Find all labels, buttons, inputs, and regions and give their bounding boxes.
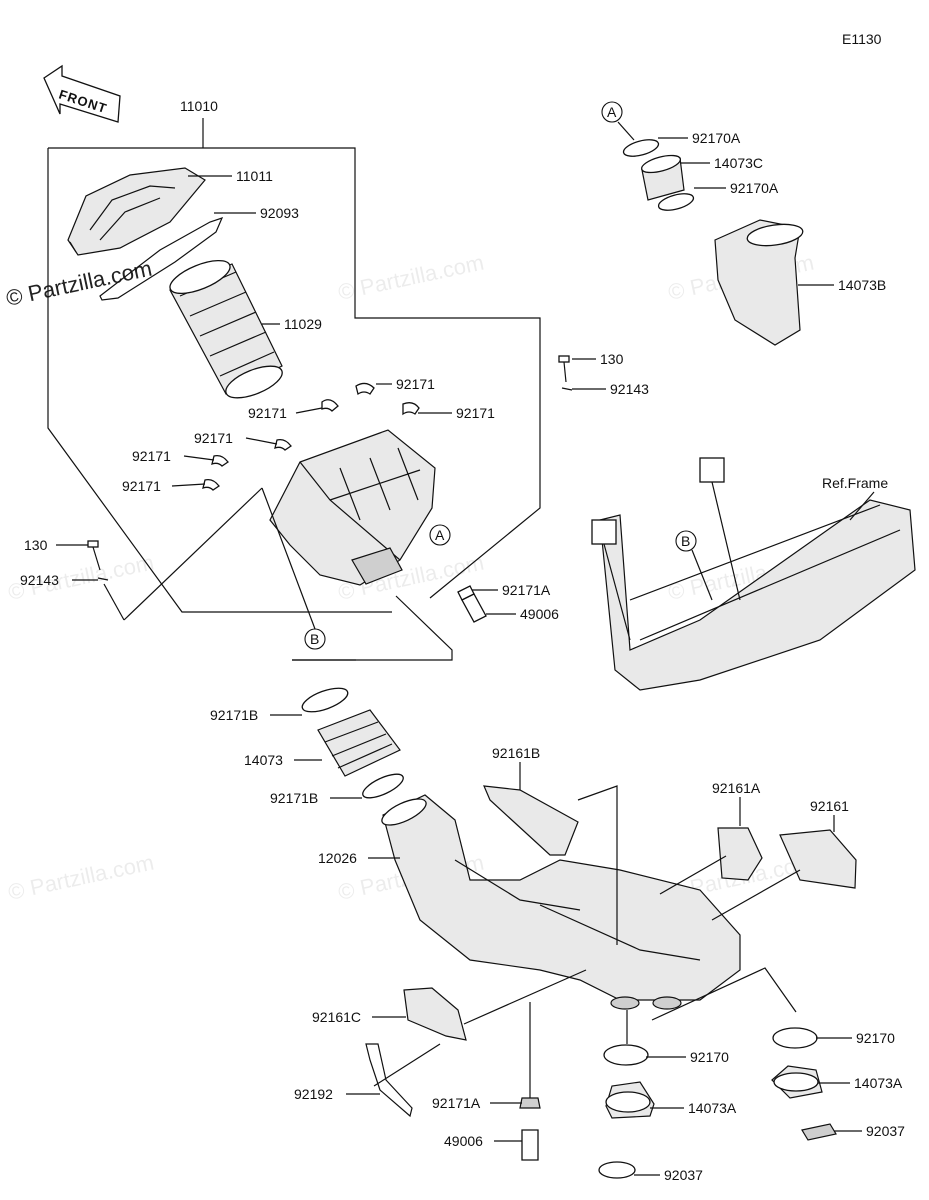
assembly-outline [47,118,541,613]
label-92171b: 92171B [210,707,258,723]
label-92171a: 92171A [432,1095,481,1111]
bolt-130-top [558,355,573,391]
label-14073: 14073 [244,752,283,768]
callout-a-left: A [429,524,451,546]
clamp-92171b-2 [362,773,404,799]
intake-duct-14073b [714,219,804,346]
leader [617,121,635,141]
label-92093: 92093 [260,205,299,221]
pad-92161c [403,987,467,1041]
duct-14073c [640,154,685,201]
callout-b-left: B [304,628,326,650]
boot-14073a-2 [771,1065,823,1099]
label-92037: 92037 [866,1123,905,1139]
label-92143: 92143 [20,572,59,588]
clamp-92170a-1 [622,139,660,157]
leader [463,969,587,1025]
leader [659,855,727,895]
bolt-130-left [87,540,109,581]
labels: 11010 11011 92093 11029 92171 92171 9217… [20,98,905,1183]
boot-14073a-1 [605,1081,655,1119]
label-49006: 49006 [520,606,559,622]
label-92143: 92143 [610,381,649,397]
label-92171: 92171 [194,430,233,446]
label-130: 130 [600,351,624,367]
label-49006: 49006 [444,1133,483,1149]
label-92037: 92037 [664,1167,703,1183]
label-14073a: 14073A [854,1075,903,1091]
leader [651,967,797,1021]
leader [373,1043,441,1087]
front-arrow: FRONT [43,64,121,123]
watermark-main: © Partzilla.com [4,256,154,311]
clamp-92037-2 [801,1123,837,1141]
label-14073b: 14073B [838,277,886,293]
watermark: © Partzilla.com [6,850,156,905]
label-92171: 92171 [132,448,171,464]
clamp-92170-1 [603,1044,649,1066]
callout-b-label: B [310,631,319,647]
label-14073a: 14073A [688,1100,737,1116]
leader [123,487,263,621]
callout-a-label: A [435,527,445,543]
label-92170: 92170 [856,1030,895,1046]
intake-12026 [381,794,741,1010]
clamp-92170-2 [772,1027,818,1049]
ref-frame-label: Ref.Frame [822,475,888,491]
callout-b-right: B [675,530,697,552]
gasket-92093 [99,217,224,301]
duct-14073 [317,709,401,777]
leader [261,487,316,630]
watermark: © Partzilla.com [336,250,486,305]
pad-92161b [483,785,579,856]
callout-b-label: B [681,533,690,549]
clamp-92171b-1 [301,687,349,713]
label-92170a: 92170A [730,180,779,196]
leader [849,491,875,521]
clamp-92037-1 [598,1161,636,1179]
label-130: 130 [24,537,48,553]
label-92170: 92170 [690,1049,729,1065]
leader [103,583,125,621]
leader [292,595,453,661]
leader [711,869,801,921]
frame-reference [591,457,916,691]
label-12026: 12026 [318,850,357,866]
label-92171b: 92171B [270,790,318,806]
callout-a-right: A [601,101,623,123]
label-92171: 92171 [248,405,287,421]
label-92171: 92171 [122,478,161,494]
leader [691,549,713,601]
leader [577,785,618,945]
label-92161: 92161 [810,798,849,814]
label-92170a: 92170A [692,130,741,146]
label-92161b: 92161B [492,745,540,761]
label-92161a: 92161A [712,780,761,796]
air-box-housing [269,429,436,586]
label-11011: 11011 [236,168,273,184]
label-92171: 92171 [456,405,495,421]
pad-92161a [717,827,763,881]
drain-hose-bottom [519,1002,541,1161]
drain-hose-top [457,585,487,623]
callout-a-label: A [607,104,617,120]
air-cleaner-cover [67,167,206,256]
clamps-92171 [202,382,420,491]
label-92161c: 92161C [312,1009,361,1025]
filter-element [169,259,283,399]
label-11029: 11029 [284,316,322,332]
label-14073c: 14073C [714,155,763,171]
hose-92192 [365,1043,413,1118]
clamp-92170a-2 [657,193,695,211]
label-11010: 11010 [180,98,218,114]
label-92192: 92192 [294,1086,333,1102]
label-92171a: 92171A [502,582,551,598]
label-92171: 92171 [396,376,435,392]
diagram-code: E1130 [842,31,882,47]
